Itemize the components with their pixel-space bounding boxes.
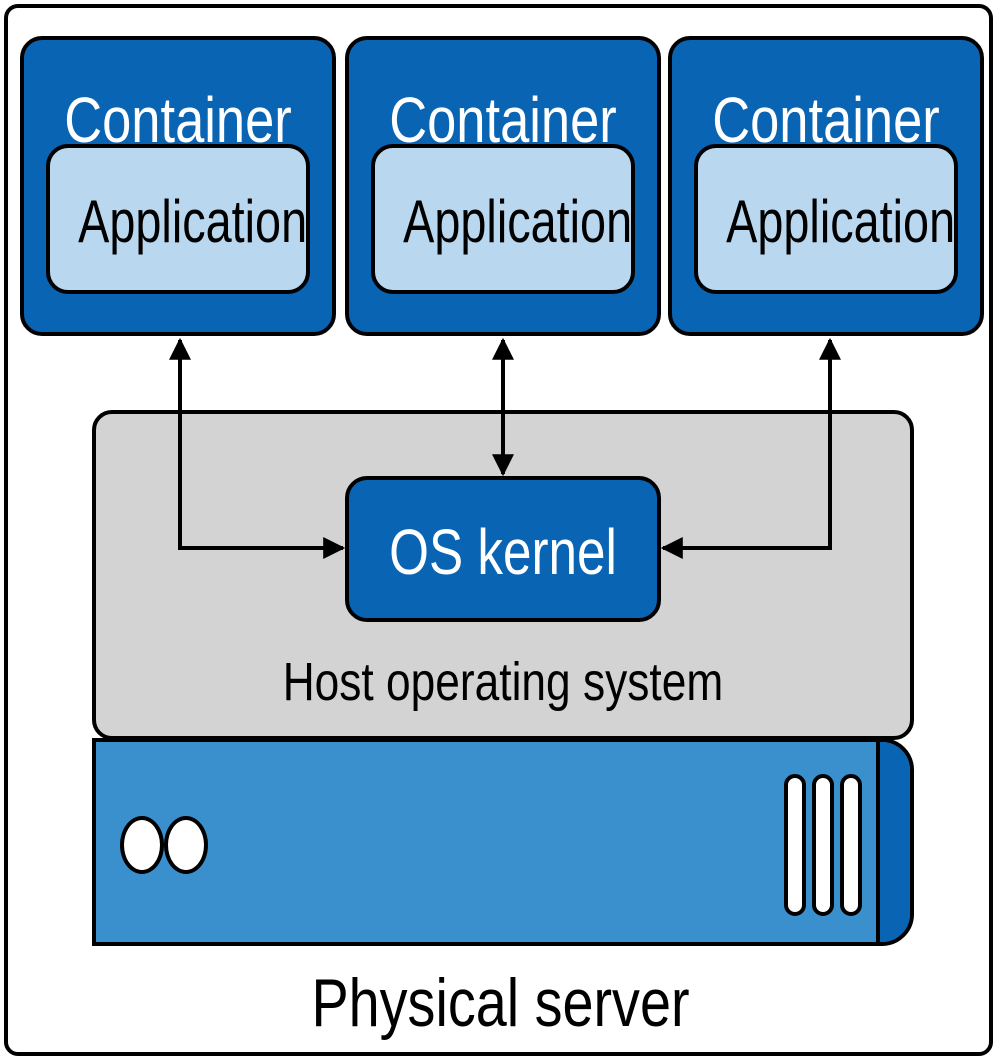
application-label: Application	[726, 188, 956, 255]
application-box: Application	[371, 144, 635, 294]
server-led-icon	[164, 816, 208, 874]
container-box-3: Container Application	[668, 36, 984, 336]
application-label: Application	[78, 188, 308, 255]
container-title: Container	[64, 84, 292, 156]
server-vent-icon	[784, 774, 806, 916]
server-endcap	[876, 742, 910, 942]
container-title: Container	[712, 84, 940, 156]
physical-server-box	[92, 738, 914, 946]
server-led-icon	[120, 816, 164, 874]
host-os-label: Host operating system	[282, 652, 724, 712]
application-label: Application	[403, 188, 633, 255]
os-kernel-label: OS kernel	[389, 516, 617, 588]
container-box-2: Container Application	[345, 36, 661, 336]
arrow-right	[660, 337, 841, 559]
server-vent-icon	[840, 774, 862, 916]
physical-server-label: Physical server	[311, 965, 690, 1041]
arrow-left	[169, 337, 346, 559]
container-box-1: Container Application	[20, 36, 336, 336]
container-title: Container	[389, 84, 617, 156]
server-vent-icon	[812, 774, 834, 916]
application-box: Application	[46, 144, 310, 294]
os-kernel-box: OS kernel	[345, 476, 661, 622]
application-box: Application	[694, 144, 958, 294]
